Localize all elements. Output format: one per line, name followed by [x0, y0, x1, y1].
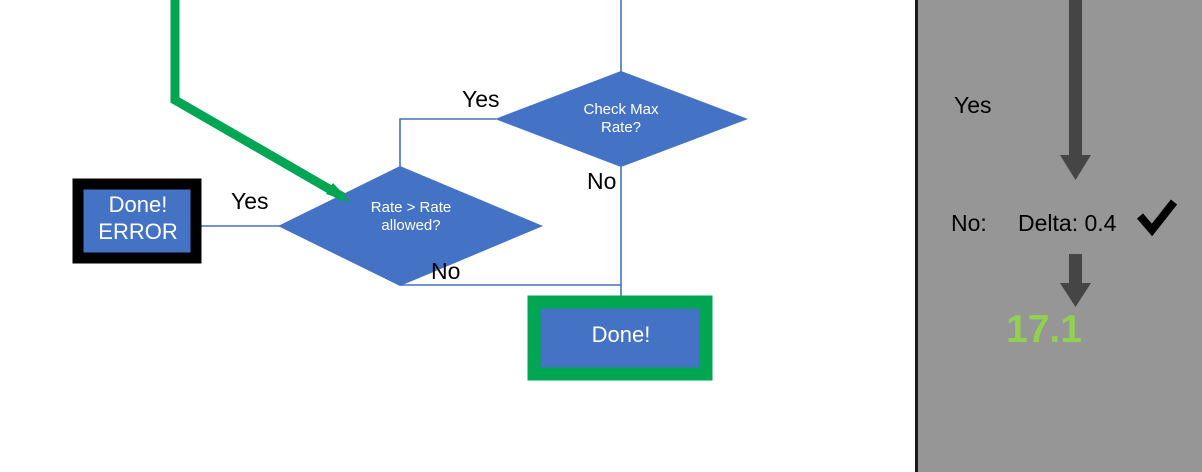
flowchart-canvas [72, 0, 748, 381]
status-yes-label: Yes [954, 92, 992, 118]
edge-label-yes-top: Yes [462, 86, 500, 112]
down-arrow-icon-bottom [1060, 254, 1091, 307]
node-check-max-rate[interactable] [495, 71, 748, 167]
check-mark-icon [1136, 199, 1178, 237]
node-done-error[interactable] [72, 178, 202, 264]
status-result-value: 17.1 [1006, 308, 1082, 351]
green-highlight-arrow [170, 0, 351, 202]
connector-check-max-yes-to-rate [399, 118, 496, 167]
down-arrow-icon-top [1060, 0, 1091, 180]
status-delta-label: Delta: 0.4 [1018, 210, 1117, 236]
status-panel-canvas [1060, 0, 1178, 307]
flowchart-panel: Yes No Yes No Check Max Rate? Rate > Rat… [72, 0, 748, 381]
edge-label-no-bottom: No [431, 258, 461, 284]
edge-label-no-right: No [587, 168, 617, 194]
node-done[interactable] [527, 295, 713, 381]
edge-label-yes-left: Yes [231, 188, 269, 214]
status-no-label: No: [951, 210, 987, 236]
status-panel: Yes No: Delta: 0.4 17.1 [915, 0, 1202, 472]
